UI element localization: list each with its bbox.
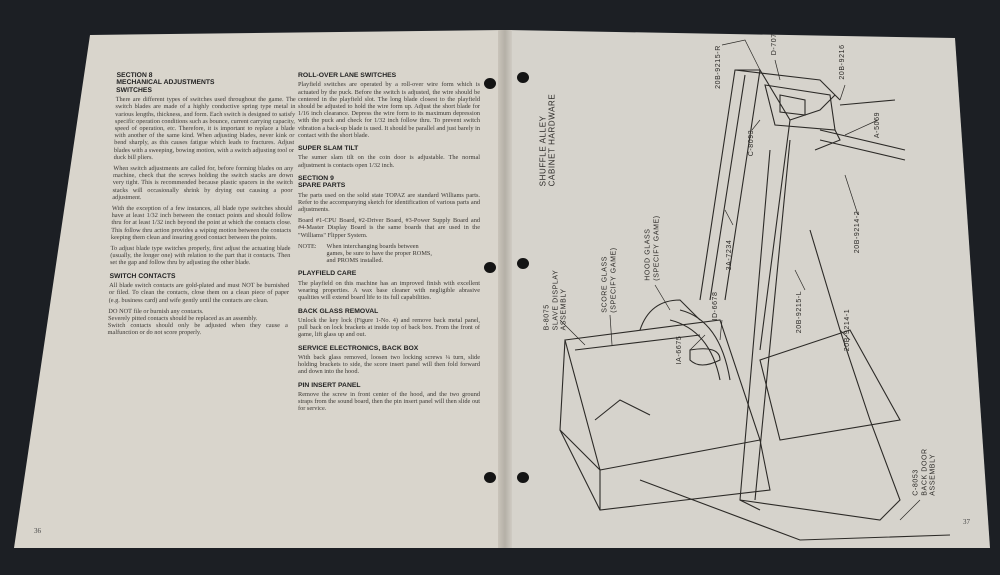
label-20b-9214-2: 20B-9214-2 [853,210,861,254]
punch-hole [484,472,496,483]
label-score-glass: SCORE GLASS (SPECIFY GAME) [602,247,619,312]
punch-hole [517,258,529,269]
leader-lines [559,39,921,521]
paragraph: The parts used on the solid state TOPAZ … [298,191,480,214]
section-9-subtitle: SPARE PARTS [298,182,346,190]
switches-heading: SWITCHES [115,86,153,94]
backglass-heading: BACK GLASS REMOVAL [298,307,379,315]
binding-gutter [498,30,512,548]
part-name: ASSEMBLY [929,453,937,496]
label-20b-9214-1: 20B-9214-1 [843,308,851,352]
part-name: HOOD GLASS [644,228,652,281]
label-20b-9215-r: 20B-9215-R [714,45,722,89]
label-3a-7234: 3A-7234 [725,239,733,271]
right-column: ROLL-OVER LANE SWITCHES Playfield switch… [298,72,480,417]
paragraph: The playfield on this machine has an imp… [298,279,480,302]
part-note: (SPECIFY GAME) [653,215,660,281]
note: NOTE: When interchanging boards between … [298,243,480,265]
part-name: BACK DOOR [920,448,928,496]
punch-hole [484,262,496,273]
punch-hole [517,72,529,83]
punch-hole [517,472,529,483]
part-number: C-8053 [912,469,920,496]
paragraph: Playfield switches are operated by a rol… [298,81,480,139]
paragraph: Severely pitted contacts should be repla… [107,314,258,322]
part-number: B-8075 [543,304,551,331]
paragraph: DO NOT file or burnish any contacts. [108,307,204,315]
paragraph: The sumer slam tilt on the coin door is … [298,154,480,169]
label-slave-display: B-8075 SLAVE DISPLAY ASSEMBLY [543,270,569,331]
label-a-5069: A-5069 [873,111,881,139]
part-name: SLAVE DISPLAY [551,269,559,331]
section-9-title: SECTION 9 [298,174,334,182]
slam-heading: SUPER SLAM TILT [298,145,359,153]
paragraph: All blade switch contacts are gold-plate… [108,282,290,304]
label-id-6678: ID-6678 [711,291,719,321]
paragraph: Switch contacts should only be adjusted … [107,322,288,337]
label-20b-9216: 20B-9216 [838,44,846,80]
cabinet-drawing [559,69,951,541]
paragraph: When switch adjustments are called for, … [112,165,294,201]
paragraph: To adjust blade type switches properly, … [109,245,291,267]
pin-heading: PIN INSERT PANEL [298,381,361,389]
page-number-right: 37 [963,518,970,526]
note-text: When interchanging boards between games,… [326,242,432,265]
punch-hole [484,78,496,89]
part-note: (SPECIFY GAME) [610,247,617,313]
label-hood-glass: HOOD GLASS (SPECIFY GAME) [645,215,662,280]
label-d-7078: D-7078 [770,28,778,56]
note-label: NOTE: [298,242,317,250]
diagram-title-line: CABINET HARDWARE [547,93,556,187]
page-number-left: 36 [34,527,41,535]
part-name: SCORE GLASS [601,255,609,313]
paragraph: Remove the screw in front center of the … [298,390,480,413]
switch-contacts-heading: SWITCH CONTACTS [109,272,176,280]
diagram-title: SHUFFLE ALLEY CABINET HARDWARE [539,93,557,187]
label-back-door: C-8053 BACK DOOR ASSEMBLY [912,448,938,495]
service-heading: SERVICE ELECTRONICS, BACK BOX [298,344,419,352]
paragraph: With the exception of a few instances, a… [110,205,293,241]
label-c-8093: C-8093 [747,129,755,157]
label-ia-6675: IA-6675 [675,335,683,365]
paragraph: Board #1-CPU Board, #2-Driver Board, #3-… [298,217,480,239]
section-8-subtitle: MECHANICAL ADJUSTMENTS [116,79,215,87]
paragraph: There are different types of switches us… [113,96,296,161]
paragraph: Unlock the key lock (Figure 1-No. 4) and… [298,316,480,339]
part-name: ASSEMBLY [560,288,568,331]
paragraph: With back glass removed, loosen two lock… [298,353,480,376]
section-8-title: SECTION 8 [116,72,153,79]
playfield-heading: PLAYFIELD CARE [298,270,357,278]
rollover-heading: ROLL-OVER LANE SWITCHES [298,72,397,79]
label-20b-9215-l: 20B-9215-L [795,290,803,334]
